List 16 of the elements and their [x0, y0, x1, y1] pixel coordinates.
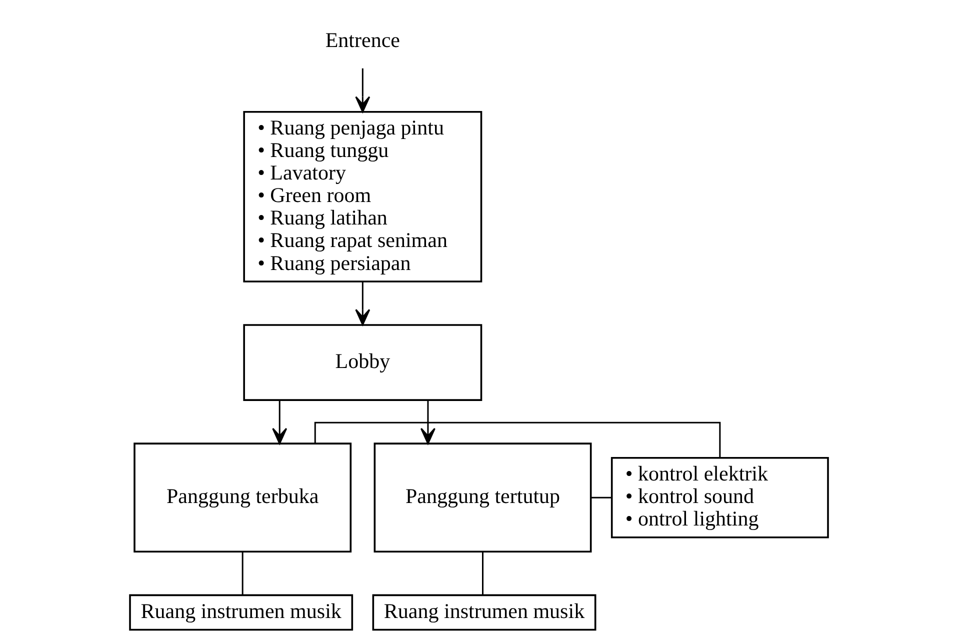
arrow	[420, 400, 436, 444]
node-box: • Ruang penjaga pintu • Ruang tunggu • Lavatory • Green room • Ruang latihan • Ruang rapat seniman • Ruang persiapan	[243, 110, 482, 282]
node-box: Ruang instrumen musik	[129, 594, 354, 631]
connector	[314, 422, 721, 458]
node-box: Panggung tertutup	[374, 442, 592, 553]
node-box: Lobby	[243, 324, 482, 401]
connector	[242, 552, 244, 595]
node-box: • kontrol elektrik • kontrol sound • ontrol lighting	[610, 456, 829, 538]
connector	[591, 496, 612, 498]
node-box: Ruang instrumen musik	[372, 594, 596, 631]
arrow	[355, 282, 370, 326]
node-box: Panggung terbuka	[134, 442, 352, 553]
node-text: Entrence	[325, 28, 400, 52]
arrow	[272, 400, 288, 444]
arrow	[355, 68, 370, 113]
connector	[482, 552, 484, 595]
